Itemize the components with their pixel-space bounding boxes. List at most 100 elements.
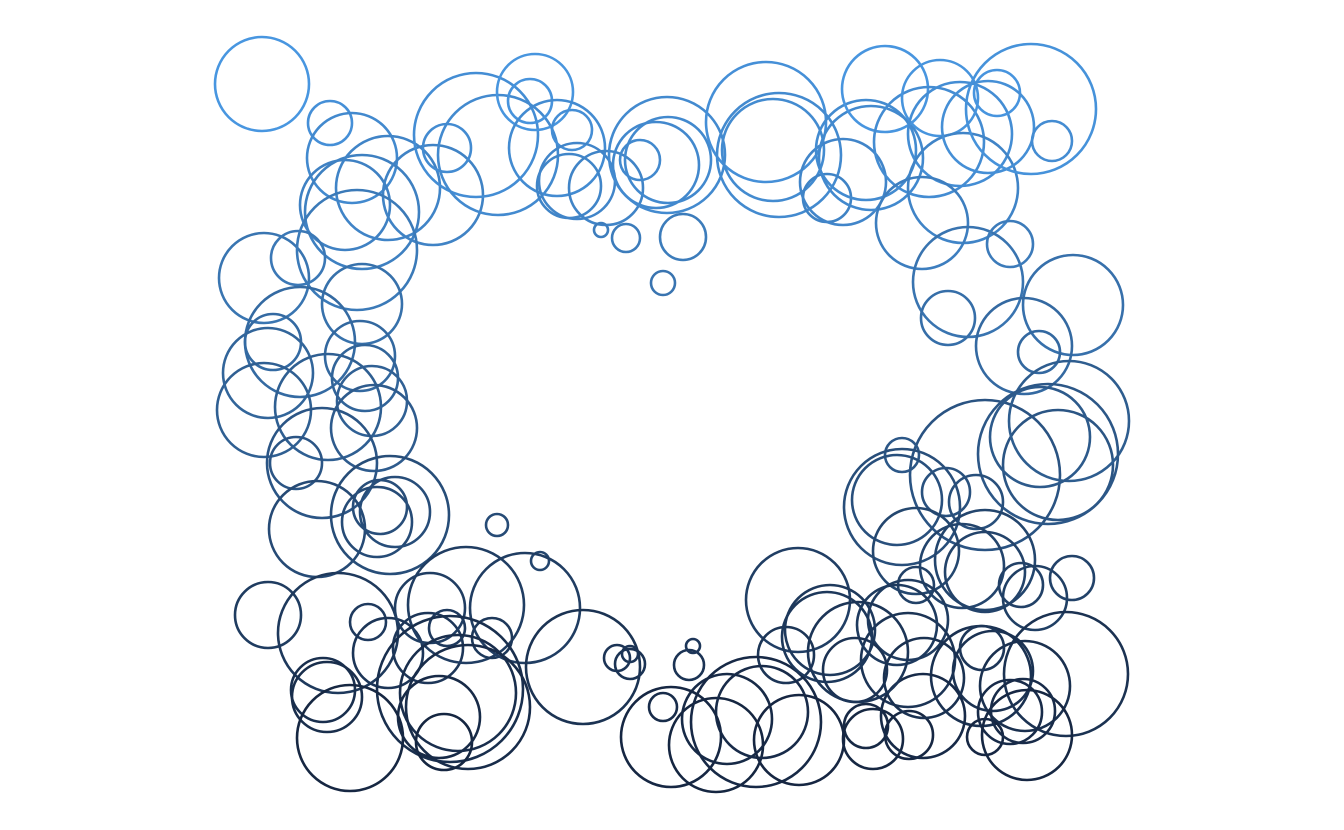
outline-circle (806, 600, 910, 704)
outline-circle (783, 583, 877, 677)
outline-circle (290, 660, 364, 734)
outline-circle (658, 212, 708, 262)
outline-circle (406, 545, 526, 665)
outline-circle (840, 44, 930, 134)
outline-circle (900, 58, 980, 138)
outline-circle (550, 108, 594, 152)
outline-circle (997, 561, 1045, 609)
outline-circle (744, 546, 852, 654)
outline-circle (213, 35, 311, 133)
outline-circle (619, 685, 723, 789)
outline-circle (919, 289, 977, 347)
outline-circle (1021, 253, 1125, 357)
outline-circle (974, 296, 1074, 396)
outline-circle (221, 326, 315, 420)
outline-circle (358, 475, 432, 549)
outline-circle (874, 175, 970, 271)
outline-circle (667, 696, 765, 794)
outline-circle (798, 137, 888, 227)
outline-circle (611, 120, 701, 210)
outline-circle (947, 473, 1005, 531)
outline-circle (976, 678, 1044, 746)
outline-circle (233, 580, 303, 650)
outline-circle (620, 644, 640, 664)
outline-circle (470, 616, 514, 660)
outline-circle (396, 674, 482, 760)
outline-circle (906, 80, 1014, 188)
outline-circle (715, 91, 843, 219)
outline-circle (507, 98, 607, 198)
outline-circle (329, 383, 419, 473)
outline-circle (978, 639, 1072, 733)
outline-circle (752, 693, 846, 787)
outline-circle (607, 95, 727, 215)
outline-circle (524, 608, 642, 726)
outline-circle (334, 134, 442, 242)
outline-circle (689, 655, 823, 789)
outline-circle (592, 221, 610, 239)
outline-circle (943, 530, 1027, 614)
outline-circle (985, 219, 1035, 269)
outline-circle (855, 583, 939, 667)
outline-circle (391, 611, 465, 685)
outline-circle (972, 68, 1022, 118)
outline-circle (323, 319, 397, 393)
outline-circle (680, 672, 774, 766)
outline-circle (303, 153, 421, 271)
outline-circle (883, 436, 921, 474)
outline-circle (647, 691, 679, 723)
outline-circle (649, 269, 677, 297)
outline-circle (714, 664, 810, 760)
outline-circle (267, 479, 367, 579)
outline-circle (1007, 359, 1131, 483)
outline-circle (684, 637, 702, 655)
outline-circle (842, 447, 962, 567)
outline-circle (933, 508, 1037, 612)
outline-circle (989, 677, 1057, 745)
outline-circle (217, 231, 311, 325)
outline-circle (720, 97, 826, 203)
outline-circle (618, 138, 662, 182)
outline-circle (871, 506, 961, 596)
outline-circle (817, 104, 925, 212)
outline-circle (412, 71, 540, 199)
outline-circle (780, 590, 874, 684)
outline-circle (265, 406, 379, 520)
outline-circle (329, 454, 451, 576)
outline-circle (398, 633, 518, 753)
outline-circle (268, 435, 324, 491)
outline-circle (295, 683, 405, 793)
outline-circle (215, 361, 313, 459)
outline-circle (276, 571, 400, 695)
outline-circle (841, 707, 905, 771)
outline-circle (427, 608, 467, 648)
outline-circle (872, 85, 986, 199)
outline-circle (495, 52, 575, 132)
outline-circle (289, 656, 357, 724)
outline-circle (1002, 610, 1130, 738)
outline-circle (1016, 329, 1062, 375)
outline-circle (951, 629, 1035, 713)
outline-circle (610, 222, 642, 254)
outline-circle (1001, 564, 1069, 632)
outline-circle (821, 636, 889, 704)
outline-circle (295, 188, 419, 312)
outline-circle (850, 453, 944, 547)
outline-circle (882, 636, 966, 720)
outline-circle (340, 485, 414, 559)
outline-circle (908, 398, 1062, 552)
outline-circle (958, 624, 1006, 672)
outline-circle (918, 522, 1006, 610)
outline-circle (613, 647, 647, 681)
outline-circle (567, 149, 645, 227)
outline-circle (672, 648, 706, 682)
outline-circle (814, 98, 918, 202)
outline-circle (1048, 554, 1096, 602)
outline-circle (351, 616, 425, 690)
outline-circle (529, 550, 551, 572)
outline-circle (940, 79, 1036, 175)
outline-circle (375, 614, 525, 764)
outline-circle (980, 688, 1074, 782)
outline-circle (484, 512, 510, 538)
